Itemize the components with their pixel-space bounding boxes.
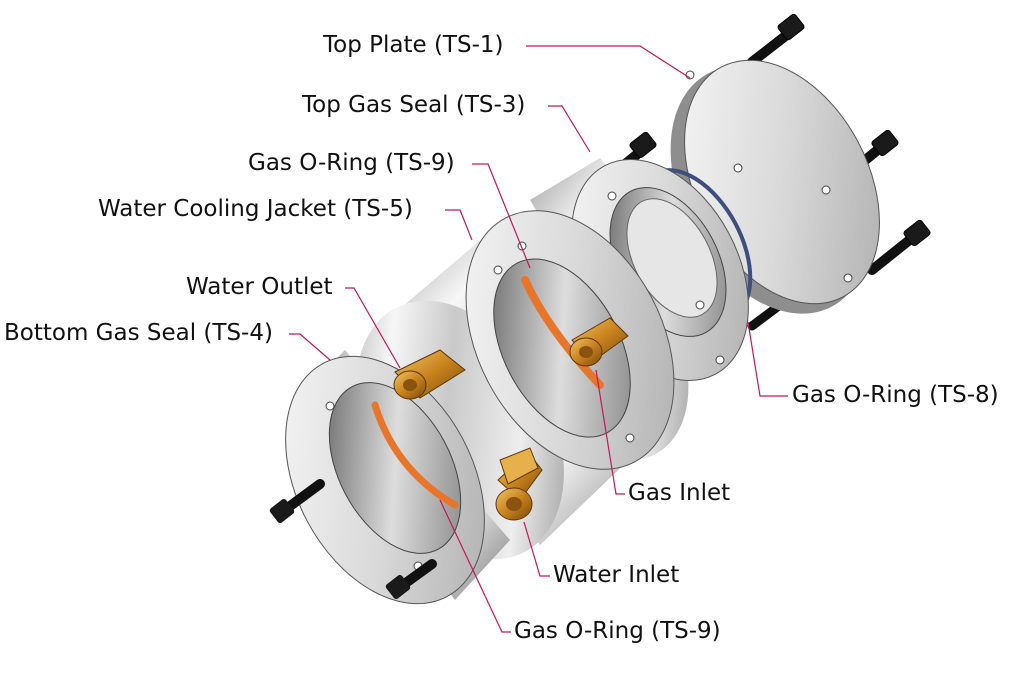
bolt-bottom-2 xyxy=(385,559,437,600)
label-gas-oring-lower: Gas O-Ring (TS-9) xyxy=(514,618,721,644)
leader-water-inlet xyxy=(523,521,550,577)
gas-inlet-fitting xyxy=(569,317,629,367)
bolt-top-1 xyxy=(747,13,805,67)
bolt-top-4 xyxy=(867,219,931,275)
leader-top-gas-seal xyxy=(548,105,591,153)
leader-gas-oring-upper xyxy=(472,163,531,269)
bolt-bottom-set xyxy=(269,479,437,600)
leader-water-outlet xyxy=(345,287,401,369)
water-inlet-fitting xyxy=(495,447,543,521)
leader-bottom-gas-seal xyxy=(289,333,331,361)
label-top-plate: Top Plate (TS-1) xyxy=(323,32,504,58)
bottom-gas-seal-part xyxy=(285,350,510,605)
label-water-outlet: Water Outlet xyxy=(186,274,333,300)
label-bottom-gas-seal: Bottom Gas Seal (TS-4) xyxy=(4,320,273,346)
label-water-cooling-jacket: Water Cooling Jacket (TS-5) xyxy=(98,196,413,222)
label-gas-inlet: Gas Inlet xyxy=(628,480,731,506)
leader-gas-inlet xyxy=(595,369,625,495)
label-water-inlet: Water Inlet xyxy=(553,562,680,588)
leader-gas-oring-lower xyxy=(439,499,511,633)
label-gas-oring-ts8: Gas O-Ring (TS-8) xyxy=(792,382,999,408)
leader-water-cooling-jacket xyxy=(445,209,473,241)
leader-top-plate xyxy=(526,45,691,79)
leader-gas-oring-ts8 xyxy=(747,321,788,397)
label-gas-oring-upper: Gas O-Ring (TS-9) xyxy=(248,150,455,176)
water-outlet-fitting xyxy=(393,349,466,400)
leader-lines xyxy=(289,45,788,633)
label-top-gas-seal: Top Gas Seal (TS-3) xyxy=(302,92,526,118)
bolt-bottom-1 xyxy=(269,479,325,524)
